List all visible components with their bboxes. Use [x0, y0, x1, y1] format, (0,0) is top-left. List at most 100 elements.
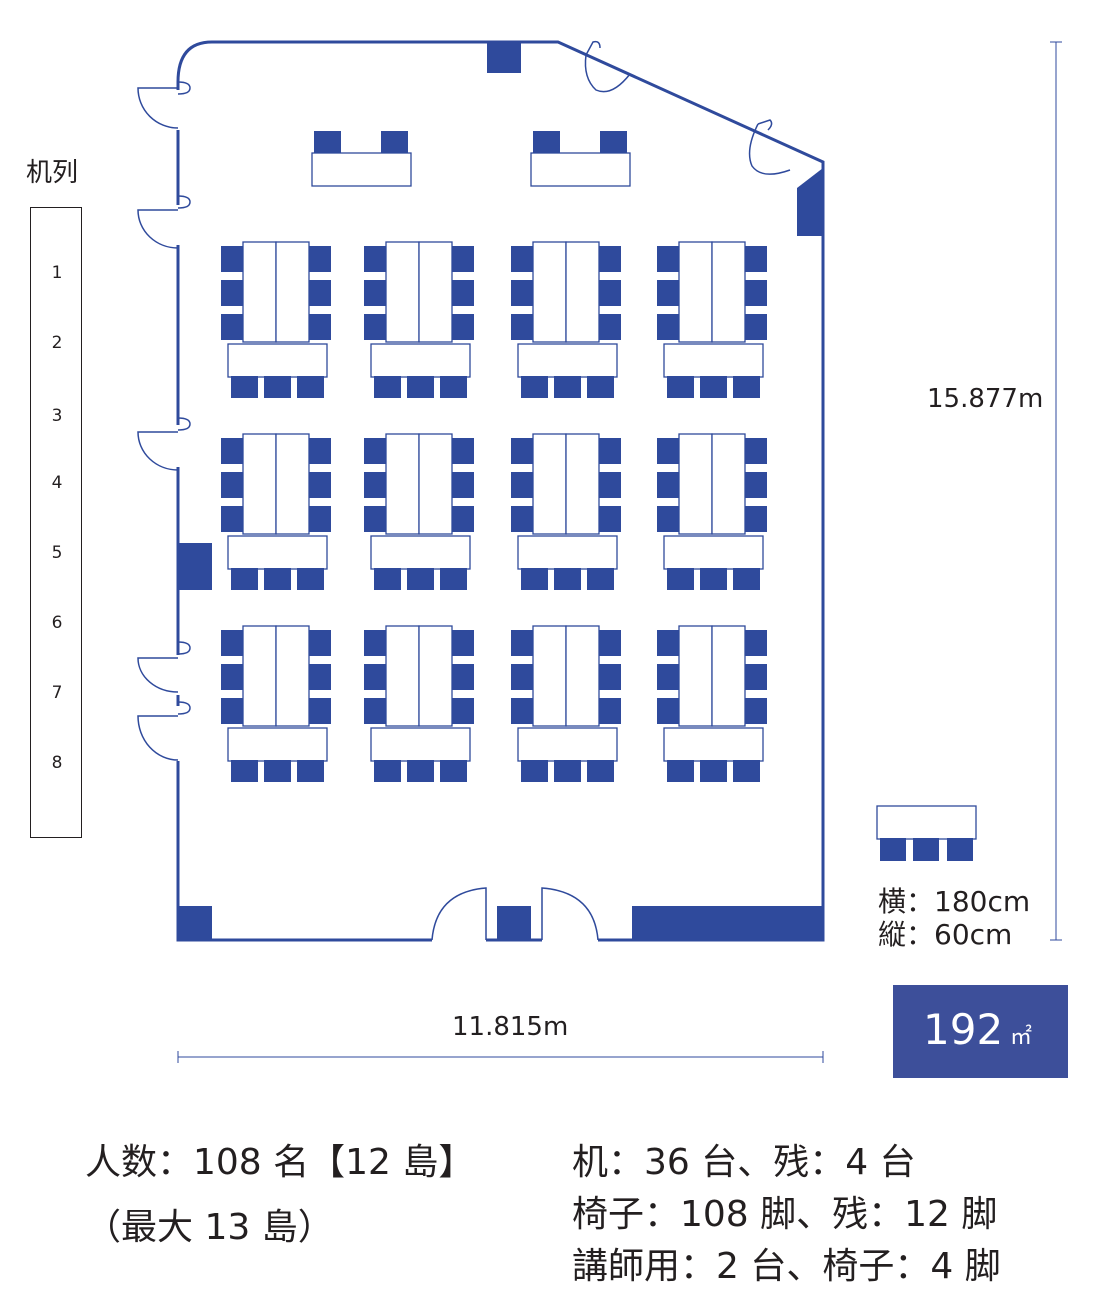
chair — [745, 314, 767, 340]
desk-depth-label: 縦：60cm — [878, 918, 1013, 951]
area-value: 192 — [923, 1005, 1004, 1054]
desk — [517, 727, 618, 762]
chair — [667, 376, 694, 398]
desk — [227, 727, 328, 762]
chair — [511, 664, 533, 690]
chair — [221, 664, 243, 690]
island-7 — [511, 433, 621, 590]
pillar — [178, 42, 823, 940]
summary-people: 人数：108 名【12 島】 — [85, 1142, 475, 1183]
column-number: 2 — [51, 333, 63, 353]
chair — [599, 280, 621, 306]
chair — [599, 506, 621, 532]
room-wall — [176, 40, 825, 942]
door-diagonal — [584, 40, 791, 175]
chair — [657, 664, 679, 690]
island-8 — [657, 433, 767, 590]
chair — [221, 280, 243, 306]
chair — [231, 568, 258, 590]
chair — [657, 506, 679, 532]
desk — [418, 433, 453, 535]
chair — [733, 376, 760, 398]
chair — [599, 630, 621, 656]
chair — [221, 314, 243, 340]
island-3 — [511, 241, 621, 398]
desk — [532, 625, 567, 727]
chair — [657, 472, 679, 498]
desk — [275, 625, 310, 727]
area-badge: 192 ㎡ — [893, 985, 1068, 1078]
island-11 — [511, 625, 621, 782]
chair — [599, 664, 621, 690]
desk — [565, 241, 600, 343]
lecturer-desk-right — [530, 131, 631, 187]
island-12 — [657, 625, 767, 782]
area-unit: ㎡ — [1010, 1025, 1033, 1050]
desk — [242, 625, 277, 727]
chair — [554, 760, 581, 782]
chair — [231, 760, 258, 782]
desk — [275, 433, 310, 535]
chair — [364, 314, 386, 340]
chair — [599, 314, 621, 340]
chair — [521, 376, 548, 398]
island-2 — [364, 241, 474, 398]
column-number: 3 — [51, 406, 63, 426]
chair — [587, 568, 614, 590]
desk — [565, 625, 600, 727]
chair — [700, 760, 727, 782]
desk — [711, 625, 746, 727]
door-bottom — [431, 887, 599, 941]
vertical-dimension-line — [1050, 41, 1062, 941]
chair — [264, 568, 291, 590]
summary-lecturer: 講師用：2 台、椅子：4 脚 — [572, 1246, 1001, 1287]
chair — [599, 246, 621, 272]
chair — [364, 280, 386, 306]
chair — [657, 698, 679, 724]
chair — [521, 760, 548, 782]
chair — [657, 438, 679, 464]
chair — [231, 376, 258, 398]
desk — [517, 343, 618, 378]
chair — [452, 506, 474, 532]
chair — [221, 246, 243, 272]
chair — [374, 760, 401, 782]
chair — [587, 760, 614, 782]
desk — [227, 535, 328, 570]
chair — [554, 376, 581, 398]
chair — [452, 314, 474, 340]
chair — [700, 376, 727, 398]
desk — [370, 535, 471, 570]
chair — [452, 280, 474, 306]
chair — [309, 630, 331, 656]
desk — [370, 727, 471, 762]
chair — [511, 280, 533, 306]
island-5 — [221, 433, 331, 590]
desk — [242, 433, 277, 535]
desk — [385, 625, 420, 727]
summary-chairs: 椅子：108 脚、残：12 脚 — [572, 1194, 998, 1235]
chair — [599, 698, 621, 724]
desk — [532, 433, 567, 535]
chair — [297, 376, 324, 398]
chair — [599, 438, 621, 464]
chair — [667, 568, 694, 590]
chair — [297, 760, 324, 782]
chair — [407, 568, 434, 590]
desk — [663, 535, 764, 570]
desk — [565, 433, 600, 535]
chair — [745, 438, 767, 464]
chair — [309, 664, 331, 690]
chair — [599, 472, 621, 498]
summary-max-islands: （最大 13 島） — [85, 1207, 334, 1248]
chair — [667, 760, 694, 782]
chair — [221, 698, 243, 724]
desk — [678, 625, 713, 727]
chair — [733, 760, 760, 782]
chair — [452, 630, 474, 656]
chair — [364, 506, 386, 532]
chair — [745, 280, 767, 306]
chair — [511, 472, 533, 498]
desk — [678, 433, 713, 535]
chair — [221, 472, 243, 498]
